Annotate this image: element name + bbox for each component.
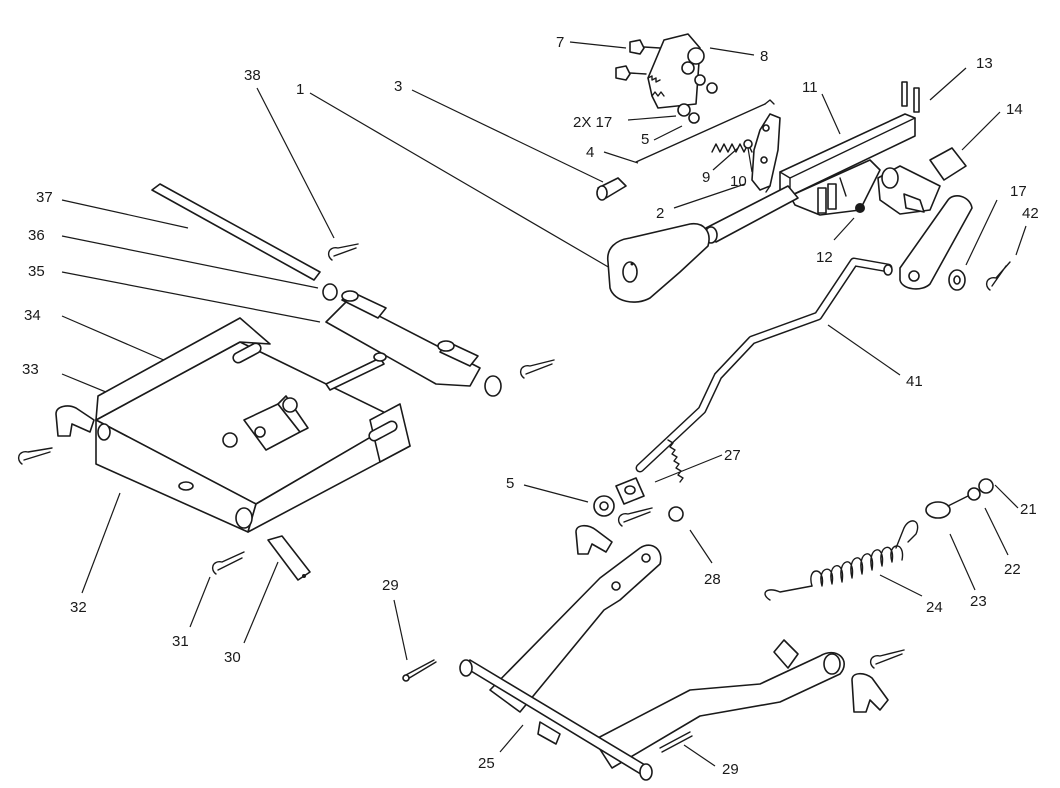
lower-linkage bbox=[402, 544, 905, 781]
callout-21: 21 bbox=[1020, 501, 1037, 518]
callout-4: 4 bbox=[586, 144, 594, 161]
link-rod bbox=[635, 257, 893, 483]
callout-2x17: 2X 17 bbox=[573, 114, 612, 131]
callout-32: 32 bbox=[70, 599, 87, 616]
spring-parts bbox=[764, 478, 994, 601]
callout-2: 2 bbox=[656, 205, 664, 222]
callout-3: 3 bbox=[394, 78, 402, 95]
callout-30: 30 bbox=[224, 649, 241, 666]
callout-labels: 7 8 3 1 38 2X 17 5 4 9 10 2 11 12 13 14 … bbox=[22, 34, 1039, 778]
callout-38: 38 bbox=[244, 67, 261, 84]
callout-42: 42 bbox=[1022, 205, 1039, 222]
callout-34: 34 bbox=[24, 307, 41, 324]
callout-37: 37 bbox=[36, 189, 53, 206]
callout-17: 17 bbox=[1010, 183, 1027, 200]
callout-8: 8 bbox=[760, 48, 768, 65]
callout-24: 24 bbox=[926, 599, 943, 616]
right-arm bbox=[593, 651, 845, 769]
platform-bracket bbox=[95, 317, 411, 533]
callout-29-right: 29 bbox=[722, 761, 739, 778]
callout-14: 14 bbox=[1006, 101, 1023, 118]
callout-41: 41 bbox=[906, 373, 923, 390]
callout-5-top: 5 bbox=[641, 131, 649, 148]
callout-29-left: 29 bbox=[382, 577, 399, 594]
lever-assembly bbox=[596, 33, 1011, 303]
callout-5-bottom: 5 bbox=[506, 475, 514, 492]
callout-23: 23 bbox=[970, 593, 987, 610]
callout-9: 9 bbox=[702, 169, 710, 186]
callout-28: 28 bbox=[704, 571, 721, 588]
callout-11: 11 bbox=[802, 79, 818, 96]
callout-22: 22 bbox=[1004, 561, 1021, 578]
callout-33: 33 bbox=[22, 361, 39, 378]
callout-10: 10 bbox=[730, 173, 747, 190]
sector-plate bbox=[647, 33, 701, 109]
callout-27: 27 bbox=[724, 447, 741, 464]
pivot-bracket bbox=[17, 183, 555, 581]
lever-grip bbox=[606, 222, 710, 303]
callout-25: 25 bbox=[478, 755, 495, 772]
callout-12: 12 bbox=[816, 249, 833, 266]
connector-parts bbox=[575, 477, 684, 555]
callout-1: 1 bbox=[296, 81, 304, 98]
callout-31: 31 bbox=[172, 633, 189, 650]
callout-13: 13 bbox=[976, 55, 993, 72]
callout-36: 36 bbox=[28, 227, 45, 244]
callout-35: 35 bbox=[28, 263, 45, 280]
callout-7: 7 bbox=[556, 34, 564, 51]
